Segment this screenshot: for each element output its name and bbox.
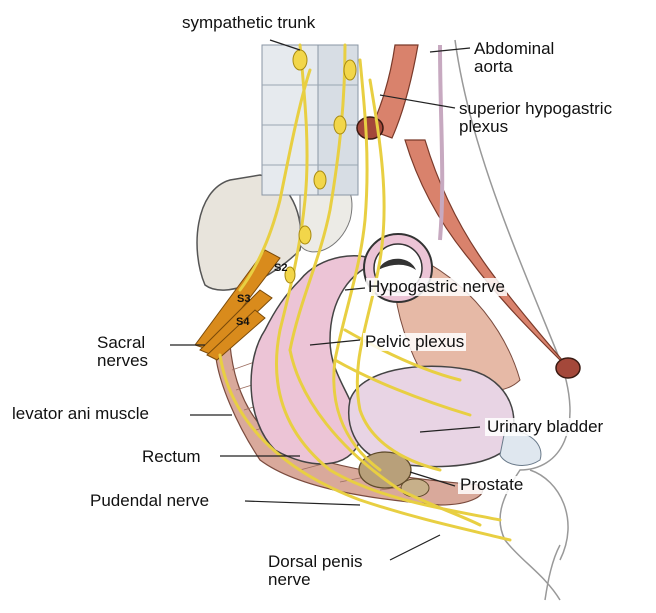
label-sympathetic-trunk: sympathetic trunk [182, 14, 315, 32]
label-rectum: Rectum [142, 448, 201, 466]
label-urinary-bladder: Urinary bladder [485, 418, 605, 436]
penis-outline [530, 470, 568, 600]
label-s2: S2 [274, 262, 287, 274]
thin-vessel [440, 45, 442, 240]
label-levator-ani-muscle: levator ani muscle [12, 405, 149, 423]
label-abdominal-aorta: Abdominal aorta [474, 40, 554, 76]
label-dorsal-penis-nerve: Dorsal penis nerve [268, 553, 363, 589]
label-pudendal-nerve: Pudendal nerve [90, 492, 209, 510]
label-s4: S4 [236, 316, 249, 328]
iliac-cut-end [556, 358, 580, 378]
label-prostate: Prostate [458, 476, 525, 494]
label-hypogastric-nerve: Hypogastric nerve [366, 278, 507, 296]
label-sacral-nerves: Sacral nerves [97, 334, 148, 370]
seminal-vesicle [401, 479, 429, 497]
label-s3: S3 [237, 293, 250, 305]
label-superior-hypogastric-plexus: superior hypogastric plexus [459, 100, 612, 136]
label-pelvic-plexus: Pelvic plexus [363, 333, 466, 351]
